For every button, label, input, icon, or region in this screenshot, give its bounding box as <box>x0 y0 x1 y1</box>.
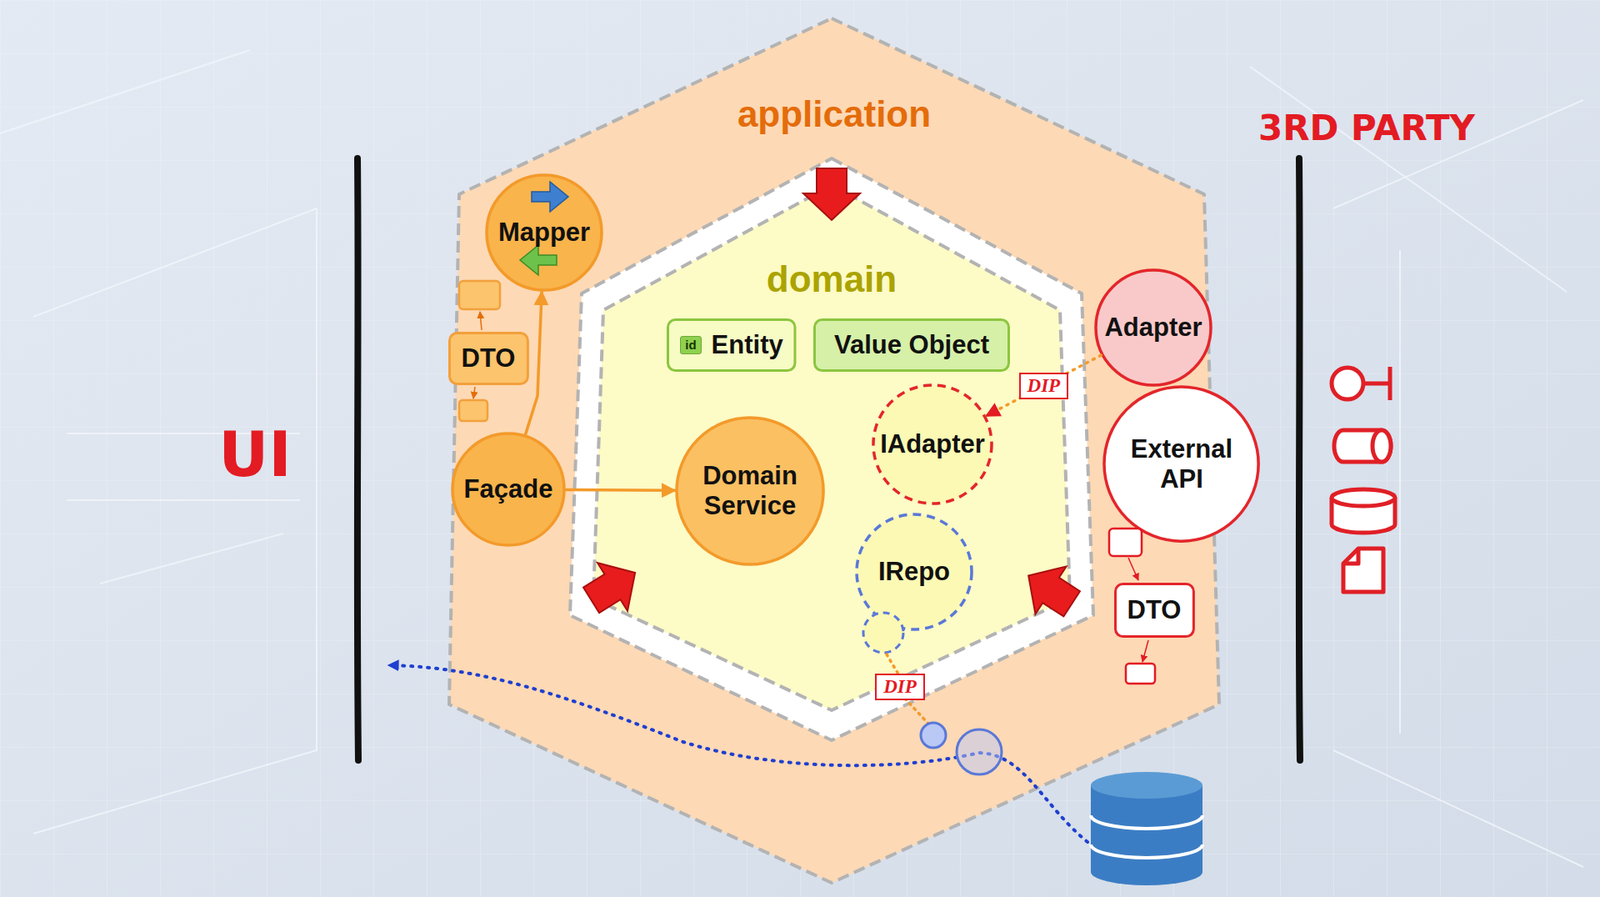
third-party-icons <box>1331 489 1395 506</box>
repo-plug <box>956 729 1002 775</box>
irepo-interface: IRepo <box>855 512 974 631</box>
adapter-circle: Adapter <box>1094 268 1213 387</box>
circle-shape <box>873 385 992 504</box>
facade-circle: Façade <box>450 431 566 547</box>
third-party-icons <box>1331 366 1395 592</box>
connector <box>565 488 675 492</box>
node-label: Adapter <box>1104 312 1202 343</box>
box-shape <box>449 333 528 385</box>
node-label: DTO <box>1127 595 1182 625</box>
box-shape <box>668 320 795 371</box>
third-party-boundary-line <box>1299 158 1300 760</box>
domain-service-circle: Domain Service <box>675 415 825 566</box>
node-label: Domain Service <box>687 460 813 520</box>
repo-plug <box>920 722 946 748</box>
circle-shape <box>856 514 972 630</box>
layer-title: application <box>737 93 931 136</box>
dto-mini-box <box>1128 557 1139 580</box>
mapper-icon <box>520 245 557 275</box>
dto-mini-box <box>459 400 488 421</box>
database-icon <box>1090 815 1203 858</box>
entity-box: id Entity <box>666 318 796 372</box>
box-shape <box>815 320 1010 371</box>
dto-box: DTO <box>1114 582 1195 638</box>
database-icon <box>1090 785 1203 885</box>
mapper-icon <box>520 181 569 275</box>
layer-title: domain <box>766 258 897 301</box>
dependency-arrow <box>576 548 651 625</box>
iadapter-interface: IAdapter <box>871 383 994 505</box>
domain-layer: id Entity Value ObjectIAdapterDomain Servi… <box>593 185 1070 710</box>
node-label: DTO <box>461 343 516 374</box>
dto-mini-box <box>473 386 475 399</box>
layer-hexagon <box>593 185 1070 710</box>
value-object-box: Value Object <box>813 318 1010 372</box>
third-party-icons <box>1343 548 1359 564</box>
edge-label: DIP <box>1019 372 1070 400</box>
external-api-circle: External API <box>1102 385 1260 543</box>
id-tag: id <box>680 335 701 355</box>
node-label: IRepo <box>878 556 950 587</box>
dependency-arrow <box>803 168 860 220</box>
circle-shape <box>452 433 565 545</box>
node-label: External API <box>1115 434 1249 494</box>
node-label: Mapper <box>498 217 590 248</box>
node-label: Façade <box>464 474 554 505</box>
database-icon <box>1090 771 1203 885</box>
dto-mini-box <box>1125 663 1155 684</box>
layer-hexagon <box>449 18 1220 883</box>
circle-shape <box>1104 386 1259 541</box>
circle-shape <box>676 417 824 565</box>
database-icon <box>1090 771 1203 799</box>
dto-mini-box <box>1109 528 1142 556</box>
connector <box>525 291 543 435</box>
node-label: IAdapter <box>880 429 985 460</box>
dto-mini-box <box>480 311 482 330</box>
third-party-icons <box>1363 366 1390 400</box>
circle-shape <box>486 175 602 290</box>
mapper-icon <box>531 181 569 212</box>
third-party-icons <box>1331 367 1364 400</box>
ui-boundary-line <box>357 158 359 760</box>
ui-label: UI <box>218 418 292 490</box>
third-party-label: 3RD PARTY <box>1258 107 1475 149</box>
layer-hexagon <box>570 158 1094 740</box>
dto-mini-box <box>459 280 500 310</box>
dependency-arrow <box>576 168 1088 628</box>
dto-mini-box <box>1142 640 1149 662</box>
dependency-arrow <box>1013 551 1088 628</box>
third-party-icons <box>1343 548 1384 592</box>
blueprint-lines <box>33 208 317 834</box>
box-shape <box>1115 584 1194 637</box>
circle-shape <box>1095 270 1211 385</box>
dto-box: DTO <box>448 331 530 385</box>
data-flow-curve <box>388 665 1088 842</box>
node-label: Value Object <box>834 330 990 360</box>
third-party-icons <box>1334 430 1391 462</box>
connector <box>986 355 1102 416</box>
dip-label: DIP <box>875 673 925 700</box>
node-label: Entity <box>711 330 784 360</box>
dto-mini-box <box>459 280 1155 684</box>
third-party-icons <box>1372 430 1391 462</box>
application-layer: id Entity Value ObjectIAdapterDomain Servi… <box>449 18 1220 883</box>
repo-socket <box>863 612 904 653</box>
